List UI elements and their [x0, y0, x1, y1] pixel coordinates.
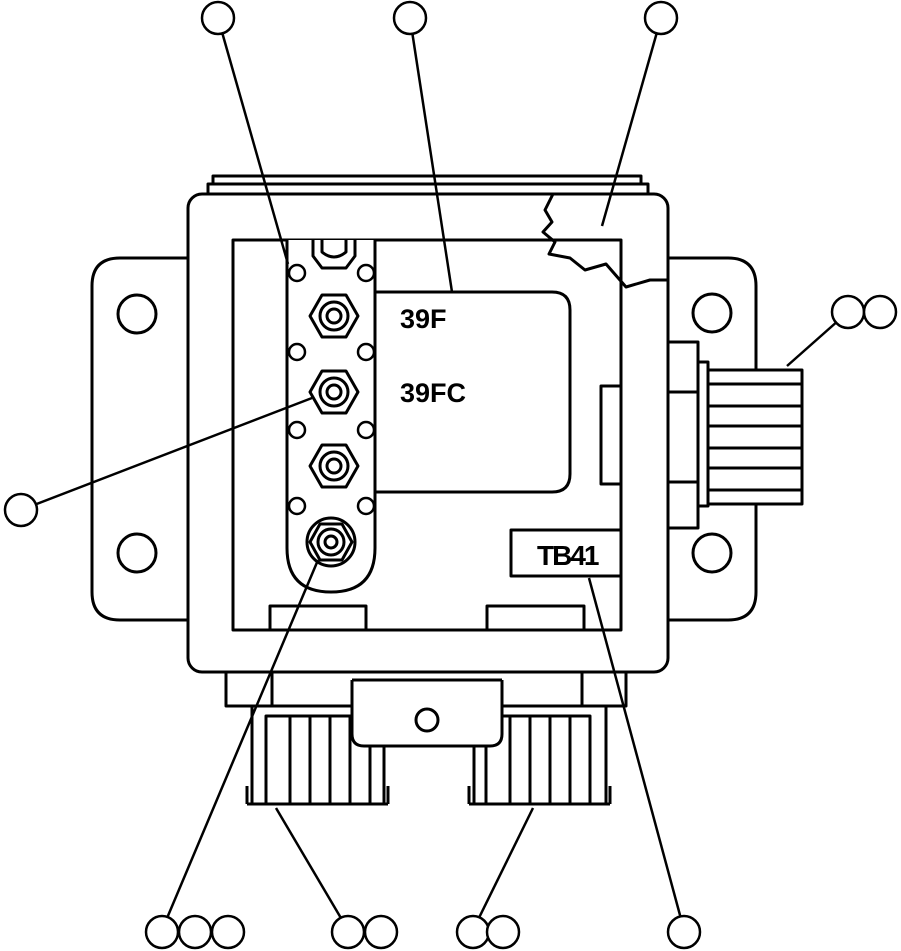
callout-bottom-terminal-c	[210, 914, 246, 950]
bottom-tab-left	[268, 604, 368, 632]
leader-lines	[20, 17, 849, 931]
top-lid-strips	[206, 174, 650, 196]
callout-bottom-right-connector-b	[485, 914, 521, 950]
right-connector	[666, 340, 804, 530]
callout-tb41	[666, 914, 702, 950]
callout-bottom-right-connector-a	[455, 914, 491, 950]
strip-holes	[287, 263, 376, 516]
terminal-nut-3	[308, 443, 360, 489]
callout-bottom-terminal-b	[177, 914, 213, 950]
terminal-label-39f: 39F	[400, 304, 447, 334]
mount-hole-left-bottom	[116, 532, 158, 574]
label-panel	[375, 290, 572, 494]
callout-right-connector-b	[862, 294, 898, 330]
callout-bubbles	[3, 0, 898, 950]
center-bracket	[350, 678, 504, 748]
mount-hole-right-top	[691, 292, 733, 334]
mount-hole-left-top	[116, 293, 158, 335]
terminal-nut-4	[305, 516, 357, 568]
callout-top-center	[392, 0, 428, 36]
cutaway-break	[541, 193, 668, 289]
bottom-tab-right	[485, 604, 586, 632]
callout-right-connector-a	[830, 294, 866, 330]
tb41-tag-box	[509, 528, 623, 578]
left-mounting-flange	[90, 256, 188, 622]
bracket-hole	[414, 707, 440, 733]
terminal-nut-top-partial	[311, 240, 357, 270]
terminal-nut-1	[308, 293, 360, 339]
terminal-strip	[285, 240, 377, 594]
side-slot	[599, 384, 623, 486]
callout-left-terminal	[3, 492, 39, 528]
board-tag-tb41: TB41	[537, 540, 599, 571]
terminal-nut-2	[308, 369, 360, 415]
mount-hole-right-bottom	[691, 532, 733, 574]
callout-bottom-left-connector-a	[330, 914, 366, 950]
callout-bottom-terminal-a	[144, 914, 180, 950]
callout-top-right	[643, 0, 679, 36]
callout-bottom-left-connector-b	[363, 914, 399, 950]
callout-top-left	[200, 0, 236, 36]
terminal-label-39fc: 39FC	[400, 378, 466, 408]
